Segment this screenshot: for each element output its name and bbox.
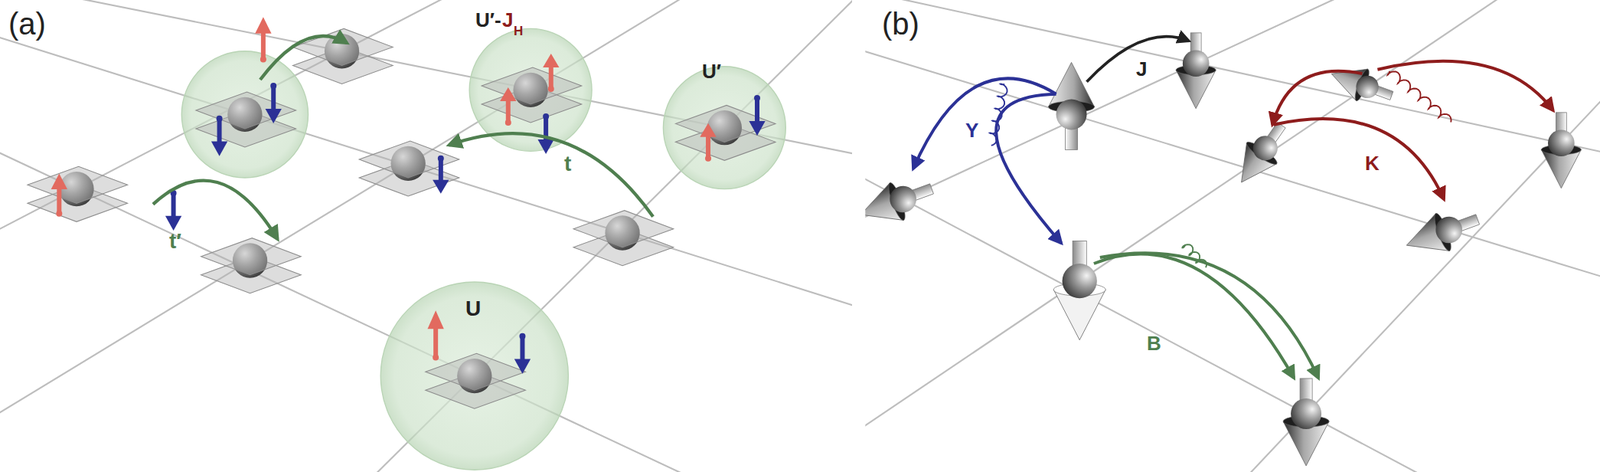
orbital-plane [481,67,582,105]
orbital-plane [27,166,128,203]
symbol-label: t [564,153,572,175]
hopping-arrow [1273,118,1444,200]
symbol-label: U′- [475,9,502,30]
spin-cone [1541,112,1581,189]
hoppings [153,35,654,239]
orbital-plane [359,140,460,178]
lattice [865,0,1600,472]
spin-cone [1226,114,1297,193]
panel-b [865,0,1600,472]
spin-cone [1053,241,1106,340]
hopping-arrow [1100,252,1319,378]
symbol-label: (b) [881,8,920,40]
lattice-line [0,0,853,472]
spins [51,16,766,373]
spin-down-arrow [748,94,765,136]
spin-down-arrow [514,333,531,374]
exchange-spring [1387,71,1452,123]
orbital-plane [425,352,526,390]
coulomb-spheres [181,28,786,470]
spin-cone [1175,32,1216,109]
spins [865,32,1581,466]
spin-up-arrow [699,123,716,162]
orbital-plane [573,210,674,248]
lattice [0,0,853,472]
orbital-plane [201,238,302,275]
spin-up-arrow [51,173,68,217]
lattice-line [0,0,853,472]
lattice-line [0,0,853,472]
symbol-label: t′ [169,230,182,252]
interaction-sphere [380,281,569,470]
hopping-arrow [1087,36,1189,82]
hopping-arrow [913,78,1057,169]
symbol-label: Y [965,120,979,141]
spin-down-arrow [265,82,282,124]
symbol-label: (a) [8,8,46,40]
spin-up-arrow [499,87,516,126]
symbol-label: U [465,297,481,320]
spin-up-arrow [254,16,272,63]
orbital-plane [675,104,776,142]
symbol-label: U′ [702,61,722,82]
spin-cone [865,169,939,234]
spin-cone [1048,62,1095,150]
spin-up-arrow [427,310,444,360]
orbital-plane [195,91,297,129]
lattice-line [0,0,853,472]
spin-down-arrow [211,115,228,157]
spin-down-arrow [165,189,182,231]
symbol-label: J [1136,58,1147,79]
hopping-arrow [995,94,1062,244]
interaction-sphere [662,66,786,190]
spin-cone [1283,378,1329,466]
exchange-spring [989,83,1008,146]
spin-cone [1399,200,1485,265]
hopping-arrow [1272,71,1362,125]
hopping-arrow [1093,254,1294,379]
lattice-line [0,0,853,472]
hopping-arrow [1377,61,1553,111]
lattice-line [865,0,1600,461]
panel-a [0,0,853,472]
interaction-sphere [181,51,308,178]
symbol-label: H [513,24,523,38]
hopping-arrow [260,35,347,80]
spin-up-arrow [542,53,559,92]
exchange-arrows [913,36,1554,379]
symbol-label: J [502,9,513,30]
hopping-arrow [448,133,654,217]
spin-down-arrow [537,113,554,154]
sites [27,28,776,409]
orbital-plane [293,28,394,66]
spin-down-arrow [432,155,449,194]
exchange-spring [1182,244,1207,268]
symbol-label: B [1146,333,1162,353]
symbol-label: K [1364,153,1380,174]
